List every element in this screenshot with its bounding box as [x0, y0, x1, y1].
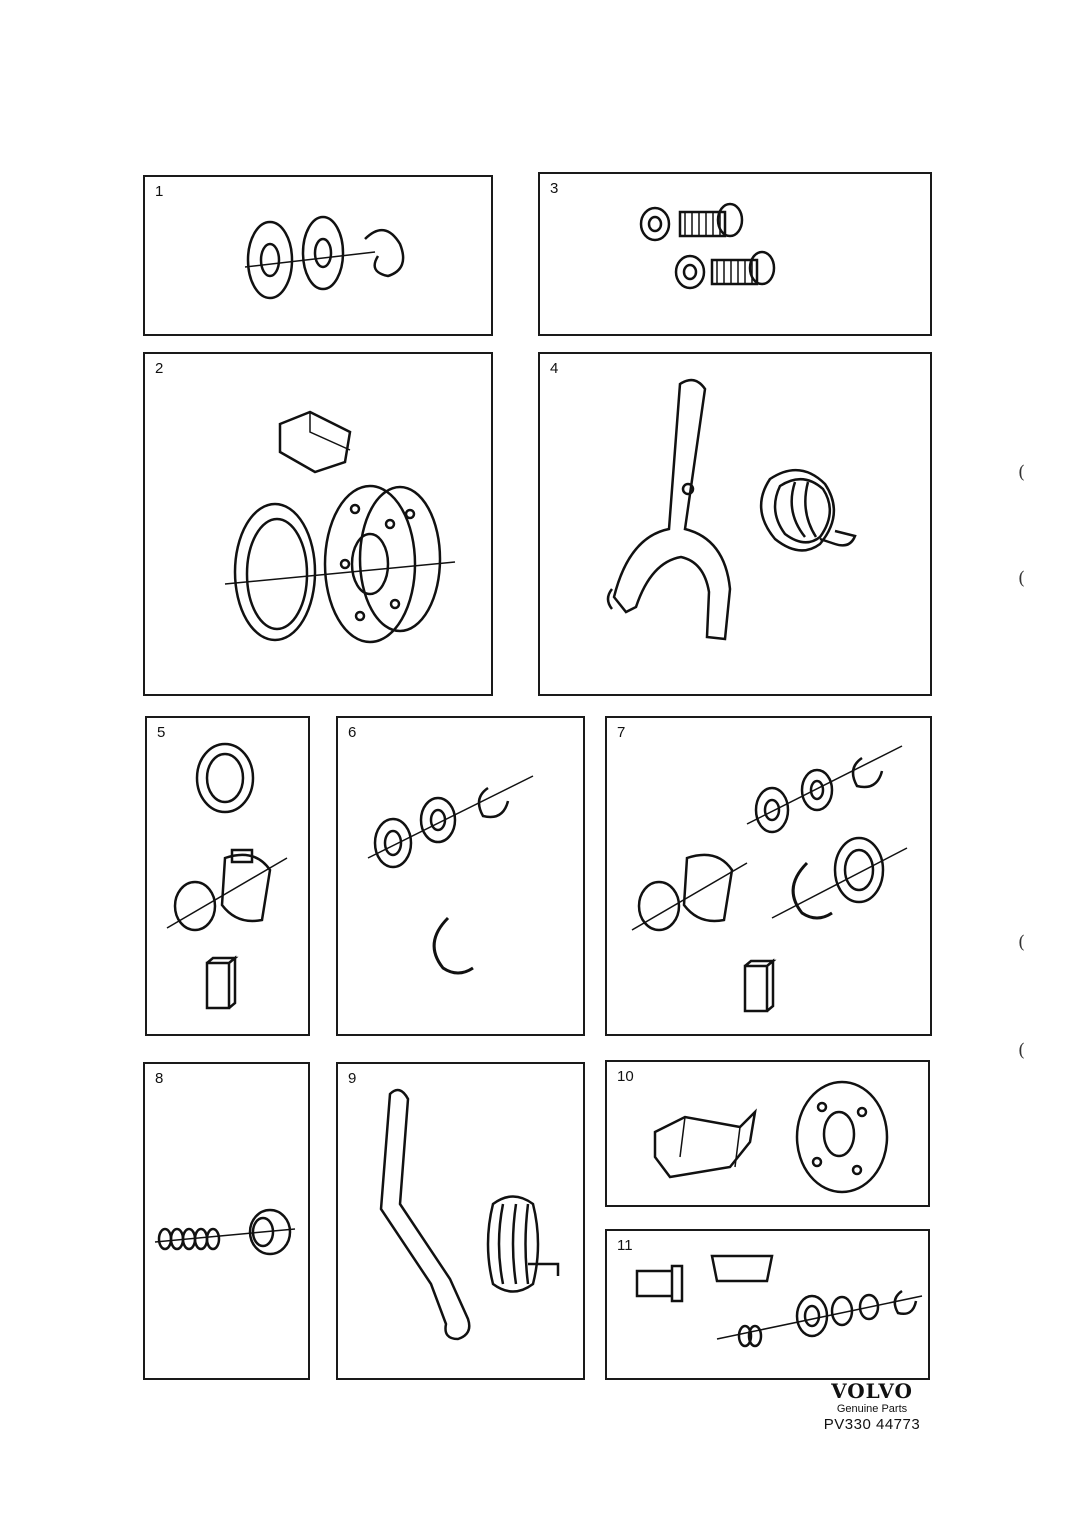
panel-8: 8: [143, 1062, 310, 1380]
panel-number: 7: [617, 724, 626, 741]
assorted-seals-illustration: [631, 745, 908, 1013]
lever-and-spring-illustration: [606, 378, 857, 641]
margin-mark: (: [1018, 462, 1026, 483]
panel-4: 4: [538, 352, 932, 696]
washer-and-clip-illustration: [244, 215, 405, 300]
panel-number: 4: [550, 360, 559, 377]
panel-7: 7: [605, 716, 932, 1036]
panel-3: 3: [538, 172, 932, 336]
small-parts-kit-illustration: [635, 1254, 923, 1348]
panel-number: 2: [155, 360, 164, 377]
panel-2: 2: [143, 352, 493, 696]
washers-and-clip-illustration: [367, 775, 534, 975]
part-number-code: PV330 44773: [823, 1416, 921, 1433]
housing-and-plate-illustration: [653, 1080, 889, 1194]
volvo-logo: VOLVO: [831, 1379, 913, 1403]
panel-number: 9: [348, 1070, 357, 1087]
panel-number: 1: [155, 183, 164, 200]
brand-tagline: Genuine Parts: [836, 1403, 908, 1415]
panel-10: 10: [605, 1060, 930, 1207]
margin-mark: (: [1018, 932, 1026, 953]
panel-6: 6: [336, 716, 585, 1036]
panel-number: 11: [617, 1237, 633, 1254]
panel-5: 5: [145, 716, 310, 1036]
panel-number: 8: [155, 1070, 164, 1087]
lever-and-spring-illustration: [379, 1088, 560, 1341]
brand-block: VOLVO Genuine Parts PV330 44773: [812, 1380, 932, 1434]
seal-cap-and-brush-illustration: [166, 742, 288, 1010]
panel-number: 3: [550, 180, 559, 197]
panel-number: 10: [617, 1068, 634, 1085]
screw-and-washer-illustration: [639, 202, 776, 290]
panel-9: 9: [336, 1062, 585, 1380]
pulley-and-seal-illustration: [224, 410, 456, 644]
spring-and-cup-illustration: [154, 1208, 296, 1256]
panel-number: 6: [348, 724, 357, 741]
panel-number: 5: [157, 724, 166, 741]
margin-mark: (: [1018, 1040, 1026, 1061]
margin-mark: (: [1018, 568, 1026, 589]
panel-11: 11: [605, 1229, 930, 1380]
panel-1: 1: [143, 175, 493, 336]
